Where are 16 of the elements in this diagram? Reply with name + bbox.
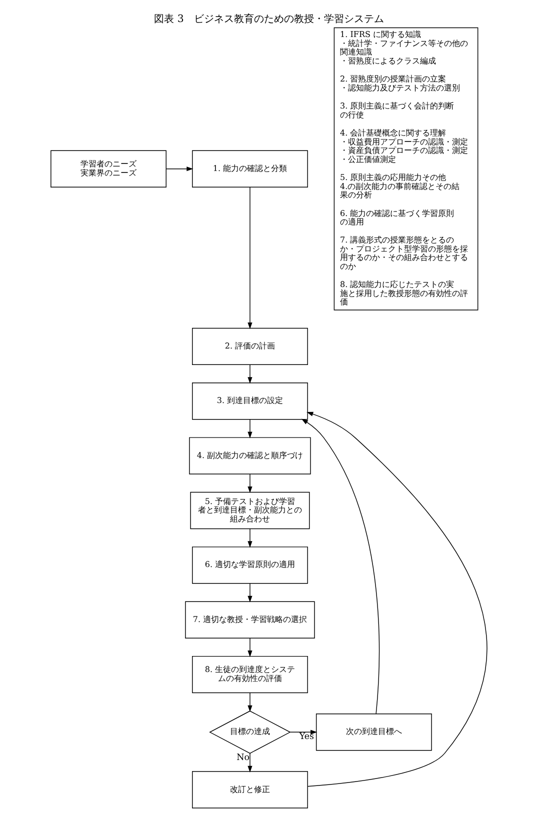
arrow <box>248 692 252 712</box>
arrow <box>248 419 252 438</box>
arrow <box>248 186 252 330</box>
arrow <box>301 418 380 714</box>
arrow <box>248 474 252 494</box>
arrow <box>166 166 194 172</box>
arrow <box>248 638 252 658</box>
arrow <box>248 528 252 548</box>
arrow <box>290 730 318 734</box>
edge-label: No <box>236 753 250 764</box>
arrow <box>248 364 252 384</box>
edge-label: Yes <box>299 732 314 742</box>
arrow <box>248 583 252 602</box>
arrow <box>248 753 252 772</box>
diagram-title: 図表 3 ビジネス教育のための教授・学習システム <box>154 14 384 26</box>
arrow <box>306 412 488 787</box>
